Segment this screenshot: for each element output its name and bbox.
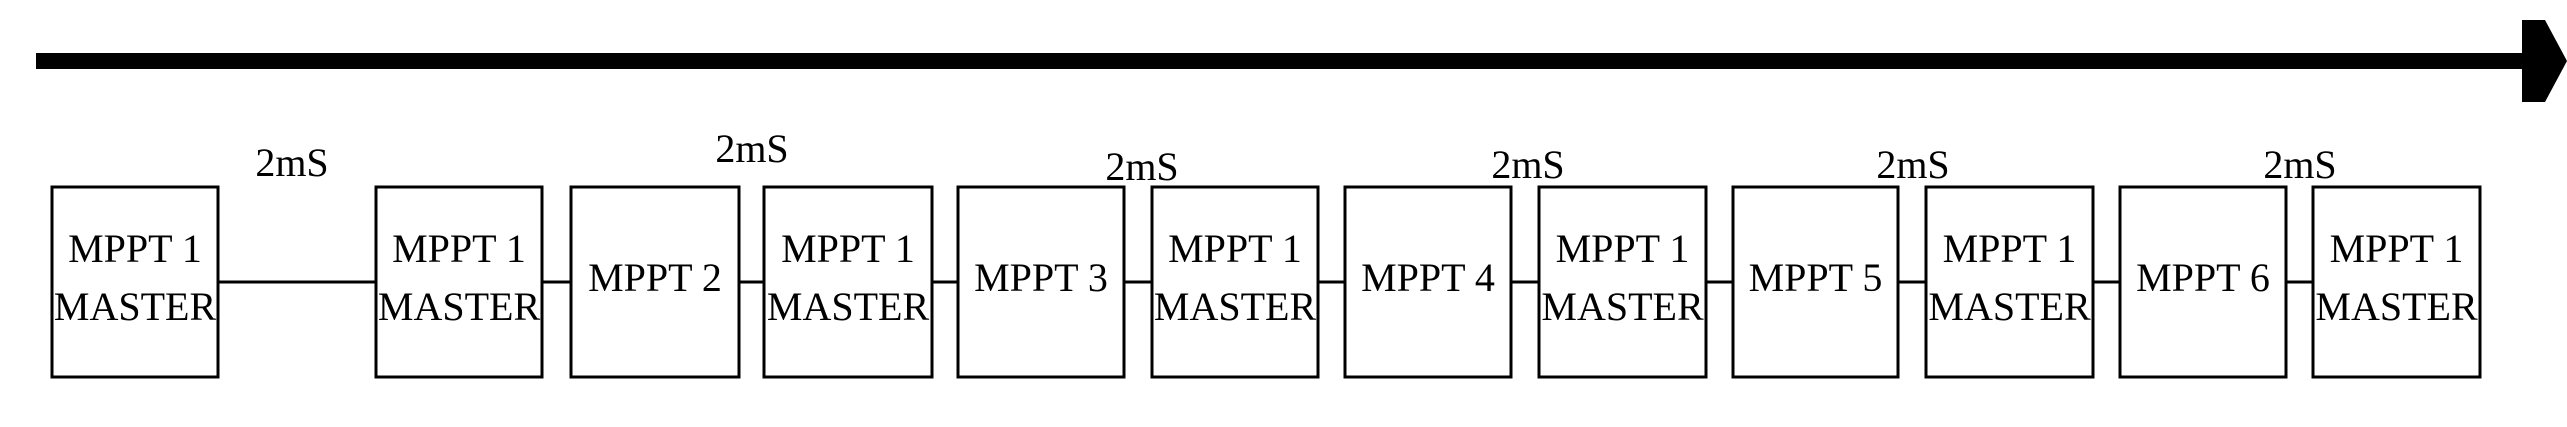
mppt-box-label: MPPT 1: [392, 226, 526, 271]
mppt-box-label: MASTER: [767, 284, 930, 329]
mppt-box-frame: [956, 185, 1126, 379]
mppt-box: MPPT 3: [956, 185, 1126, 379]
mppt-box-frame: [569, 185, 741, 379]
interval-label: 2mS: [1876, 142, 1949, 187]
mppt-box-label: MASTER: [2315, 284, 2478, 329]
mppt-box-label: MPPT 2: [588, 255, 722, 300]
mppt-box-label: MPPT 1: [2330, 226, 2464, 271]
mppt-box-frame: [50, 185, 220, 379]
mppt-box-frame: [1150, 185, 1320, 379]
interval-label: 2mS: [1491, 142, 1564, 187]
mppt-box-label: MASTER: [1154, 284, 1317, 329]
mppt-box: MPPT 1 MASTER: [762, 185, 934, 379]
mppt-box: MPPT 1 MASTER: [1537, 185, 1708, 379]
mppt-box-frame: [1731, 185, 1900, 379]
timeline-arrow-shaft: [36, 53, 2526, 69]
mppt-box-label: MPPT 1: [68, 226, 202, 271]
interval-labels: 2mS 2mS 2mS 2mS 2mS 2mS: [255, 126, 2336, 189]
mppt-box: MPPT 5: [1731, 185, 1900, 379]
mppt-box-label: MPPT 1: [1556, 226, 1690, 271]
timeline-arrow: [36, 20, 2567, 102]
mppt-box: MPPT 1 MASTER: [1150, 185, 1320, 379]
mppt-box: MPPT 2: [569, 185, 741, 379]
mppt-box-label: MASTER: [1541, 284, 1704, 329]
mppt-box: MPPT 1 MASTER: [50, 185, 220, 379]
mppt-box-frame: [2311, 185, 2482, 379]
mppt-box: MPPT 4: [1343, 185, 1513, 379]
mppt-boxes: MPPT 1 MASTER MPPT 1 MASTER MPPT 2 MPPT 1 MAST…: [50, 185, 2482, 379]
mppt-box-label: MPPT 5: [1749, 255, 1883, 300]
timeline-arrow-head: [2522, 20, 2567, 102]
mppt-box-label: MPPT 3: [974, 255, 1108, 300]
mppt-box-label: MASTER: [378, 284, 541, 329]
mppt-box-frame: [1537, 185, 1708, 379]
mppt-box-frame: [1343, 185, 1513, 379]
interval-label: 2mS: [1105, 144, 1178, 189]
mppt-box-label: MPPT 4: [1361, 255, 1495, 300]
mppt-box-label: MASTER: [1928, 284, 2091, 329]
interval-label: 2mS: [715, 126, 788, 171]
interval-label: 2mS: [255, 140, 328, 185]
interval-label: 2mS: [2263, 142, 2336, 187]
mppt-box-frame: [762, 185, 934, 379]
mppt-box: MPPT 1 MASTER: [374, 185, 544, 379]
mppt-box-frame: [374, 185, 544, 379]
mppt-box-label: MPPT 1: [1943, 226, 2077, 271]
mppt-box-label: MPPT 6: [2136, 255, 2270, 300]
mppt-box-frame: [1924, 185, 2095, 379]
mppt-box: MPPT 1 MASTER: [1924, 185, 2095, 379]
mppt-box: MPPT 6: [2118, 185, 2288, 379]
mppt-box-label: MASTER: [54, 284, 217, 329]
mppt-box-label: MPPT 1: [1168, 226, 1302, 271]
mppt-box: MPPT 1 MASTER: [2311, 185, 2482, 379]
mppt-box-label: MPPT 1: [781, 226, 915, 271]
mppt-box-frame: [2118, 185, 2288, 379]
